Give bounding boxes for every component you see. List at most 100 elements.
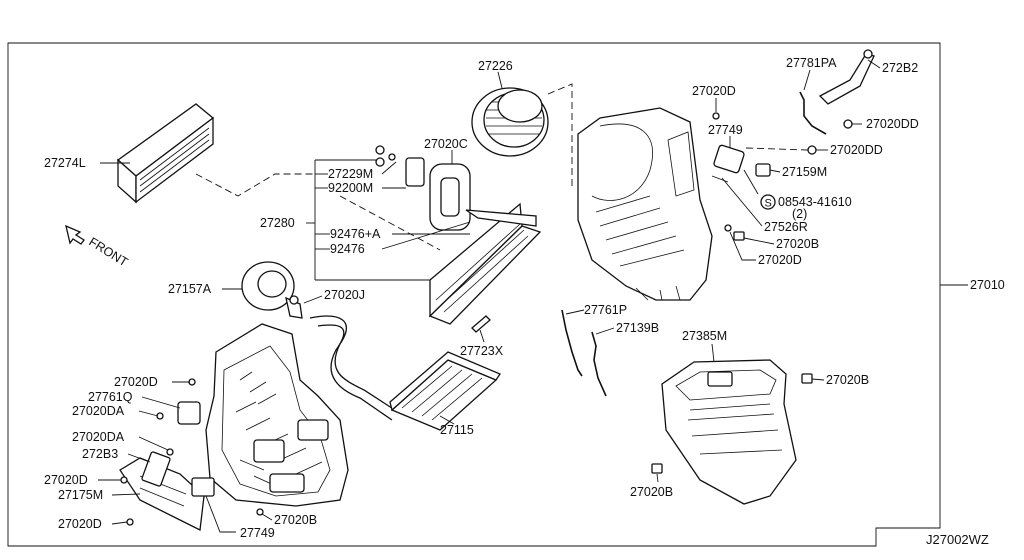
label-27526R: 27526R bbox=[764, 220, 808, 234]
label-272B3: 272B3 bbox=[82, 447, 118, 461]
label-27139B: 27139B bbox=[616, 321, 659, 335]
label-27157A: 27157A bbox=[168, 282, 212, 296]
resistor-27159M bbox=[755, 163, 771, 177]
leader-27020D-left3 bbox=[111, 521, 128, 525]
label-27020DD-1: 27020DD bbox=[866, 117, 919, 131]
leader-27020J bbox=[303, 295, 323, 304]
screw-27020D-top-icon bbox=[712, 112, 720, 120]
leader-27226 bbox=[497, 71, 503, 89]
leader-27020D-mid bbox=[729, 231, 756, 261]
leader-92476 bbox=[381, 221, 471, 250]
heater-pipes bbox=[309, 315, 399, 421]
leader-27020B-bottom bbox=[656, 473, 659, 483]
label-272B2: 272B2 bbox=[882, 61, 918, 75]
dash-27020DD bbox=[745, 147, 809, 151]
leader-27020DA-2 bbox=[138, 436, 169, 451]
connector-27723X bbox=[471, 315, 491, 333]
label-27723X: 27723X bbox=[460, 344, 504, 358]
actuator-272B3 bbox=[141, 451, 171, 487]
label-27020B-right: 27020B bbox=[826, 373, 869, 387]
leader-27761Q bbox=[141, 396, 181, 409]
label-27115: 27115 bbox=[440, 423, 474, 437]
actuator-27749-bottom bbox=[191, 477, 215, 497]
label-27229M: 27229M bbox=[328, 167, 373, 181]
front-arrow-icon bbox=[65, 224, 85, 245]
label-27020D-left2: 27020D bbox=[44, 473, 88, 487]
cabin-filter bbox=[116, 103, 215, 204]
label-27226: 27226 bbox=[478, 59, 513, 73]
blower-motor bbox=[241, 261, 303, 319]
label-27761P: 27761P bbox=[584, 303, 627, 317]
leader-272B3 bbox=[127, 453, 151, 463]
label-27020DD-2: 27020DD bbox=[830, 143, 883, 157]
bolt-27020DD-1-icon bbox=[843, 119, 853, 129]
leader-27526R bbox=[721, 177, 763, 227]
label-27781PA: 27781PA bbox=[786, 56, 837, 70]
leader-27020B-mid bbox=[743, 237, 775, 245]
clip-27020B-bottom bbox=[651, 463, 663, 474]
gasket bbox=[429, 163, 471, 231]
screw-27020D-mid-icon bbox=[724, 224, 732, 232]
leader-27385M bbox=[711, 343, 715, 363]
label-27020D-left1: 27020D bbox=[114, 375, 158, 389]
rod-27781PA bbox=[799, 91, 827, 135]
clip-27761Q bbox=[177, 401, 201, 425]
front-label: FRONT bbox=[86, 235, 130, 270]
label-27749-top: 27749 bbox=[708, 123, 743, 137]
leader-27020DA-1 bbox=[138, 410, 159, 417]
label-92476A: 92476+A bbox=[330, 227, 381, 241]
actuator-27749-top bbox=[713, 144, 745, 174]
dash-filter bbox=[195, 173, 315, 197]
label-27020DA-1: 27020DA bbox=[72, 404, 125, 418]
duct-272B2 bbox=[818, 49, 875, 105]
clip-27020B-right bbox=[801, 373, 813, 384]
lower-case-27385M bbox=[661, 359, 797, 505]
label-27749-bottom: 27749 bbox=[240, 526, 275, 540]
label-27010: 27010 bbox=[970, 278, 1005, 292]
bolt-27020DD-2-icon bbox=[807, 145, 817, 155]
label-27020B-lower: 27020B bbox=[274, 513, 317, 527]
bracket-27280 bbox=[306, 159, 446, 281]
dash-fan bbox=[547, 83, 573, 190]
leader-27761P bbox=[565, 309, 585, 315]
label-27020C: 27020C bbox=[424, 137, 468, 151]
leader-27020B-right bbox=[811, 378, 825, 381]
label-27020DA-2: 27020DA bbox=[72, 430, 125, 444]
screw-icons bbox=[120, 378, 264, 526]
leader-27115 bbox=[439, 415, 455, 425]
leader-27175M bbox=[111, 493, 141, 496]
label-27020B-bottom: 27020B bbox=[630, 485, 673, 499]
label-08543-41610: 08543-41610 bbox=[778, 195, 852, 209]
leader-27229M bbox=[381, 161, 397, 175]
heater-unit-case bbox=[205, 323, 349, 507]
rod-27761P bbox=[561, 309, 583, 377]
leader-27159M bbox=[769, 169, 781, 173]
leader-27139B bbox=[595, 327, 615, 335]
leader-27723X bbox=[479, 329, 485, 343]
leader-272B2 bbox=[867, 59, 881, 69]
leader-08543 bbox=[743, 169, 759, 195]
leader-27749-bottom bbox=[205, 495, 236, 533]
label-27020D-mid: 27020D bbox=[758, 253, 802, 267]
blower-fan bbox=[471, 87, 549, 157]
link-27526R bbox=[711, 175, 729, 183]
clip-27020B-mid bbox=[733, 231, 745, 241]
evaporator-core bbox=[428, 202, 542, 325]
leader-27020B-lower bbox=[261, 513, 273, 521]
blower-case bbox=[577, 107, 713, 301]
heater-core bbox=[389, 351, 501, 431]
screw-08543-icon: S bbox=[760, 194, 776, 210]
label-27020B-mid: 27020B bbox=[776, 237, 819, 251]
expansion-valve bbox=[375, 145, 425, 187]
reference-code: J27002WZ bbox=[926, 532, 989, 547]
dash-evap bbox=[339, 195, 441, 251]
label-27175M: 27175M bbox=[58, 488, 103, 502]
label-27020J: 27020J bbox=[324, 288, 365, 302]
label-27159M: 27159M bbox=[782, 165, 827, 179]
label-92476: 92476 bbox=[330, 242, 365, 256]
label-27274L: 27274L bbox=[44, 156, 86, 170]
label-27761Q: 27761Q bbox=[88, 390, 133, 404]
rod-27139B bbox=[591, 331, 607, 397]
label-27020D-top: 27020D bbox=[692, 84, 736, 98]
